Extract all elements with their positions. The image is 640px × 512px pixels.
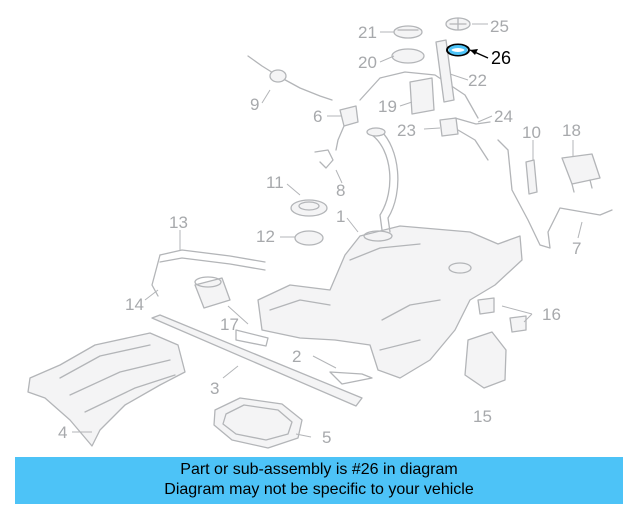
part-22 bbox=[435, 39, 455, 103]
info-banner: Part or sub-assembly is #26 in diagram D… bbox=[15, 457, 623, 504]
parts-diagram: 1 2 3 4 5 6 7 8 9 10 11 12 13 14 15 16 1… bbox=[27, 17, 613, 449]
callout-6: 6 bbox=[313, 107, 322, 126]
callout-14: 14 bbox=[125, 295, 144, 314]
part-20 bbox=[391, 48, 425, 64]
part-12 bbox=[294, 230, 324, 246]
part-25 bbox=[445, 17, 471, 31]
callout-11: 11 bbox=[266, 173, 284, 192]
part-24 bbox=[454, 117, 491, 125]
callout-2: 2 bbox=[292, 347, 301, 366]
callout-23: 23 bbox=[397, 121, 416, 140]
callout-13: 13 bbox=[169, 213, 188, 232]
part-15 bbox=[464, 331, 507, 389]
callout-18: 18 bbox=[562, 121, 581, 140]
part-heat-shield bbox=[27, 332, 186, 447]
callout-9: 9 bbox=[250, 95, 259, 114]
part-8 bbox=[314, 149, 334, 169]
callout-5: 5 bbox=[322, 428, 331, 447]
callout-24: 24 bbox=[494, 107, 513, 126]
part-6 bbox=[335, 105, 359, 151]
callout-12: 12 bbox=[256, 227, 275, 246]
part-line-10 bbox=[497, 139, 613, 249]
part-pump-19 bbox=[359, 71, 479, 119]
callout-19: 19 bbox=[378, 97, 397, 116]
part-strap bbox=[151, 314, 363, 407]
part-cover-plate bbox=[213, 397, 303, 449]
banner-line-2: Diagram may not be specific to your vehi… bbox=[164, 481, 474, 498]
callout-3: 3 bbox=[210, 379, 219, 398]
callout-10: 10 bbox=[522, 123, 541, 142]
callout-16: 16 bbox=[542, 305, 561, 324]
part-hose-9 bbox=[247, 55, 333, 101]
callout-25: 25 bbox=[490, 17, 509, 36]
part-18 bbox=[561, 153, 601, 193]
callout-8: 8 bbox=[336, 181, 345, 200]
banner-line-1: Part or sub-assembly is #26 in diagram bbox=[180, 461, 458, 478]
callout-15: 15 bbox=[473, 407, 492, 426]
part-filler-neck bbox=[366, 127, 399, 233]
callout-26: 26 bbox=[491, 48, 511, 68]
callout-1: 1 bbox=[336, 207, 345, 226]
part-canister-17 bbox=[194, 276, 231, 309]
callout-20: 20 bbox=[358, 53, 377, 72]
callout-7: 7 bbox=[572, 239, 581, 258]
callout-17: 17 bbox=[220, 315, 239, 334]
part-bracket-16 bbox=[477, 297, 527, 333]
callout-4: 4 bbox=[58, 423, 67, 442]
part-26-ring bbox=[446, 43, 470, 57]
part-21 bbox=[393, 25, 423, 39]
leader-lines bbox=[72, 23, 583, 438]
callout-22: 22 bbox=[468, 71, 487, 90]
part-2 bbox=[235, 329, 373, 385]
callout-21: 21 bbox=[358, 23, 377, 42]
part-hose-13 bbox=[151, 249, 266, 297]
part-fuel-tank bbox=[257, 225, 523, 379]
part-11 bbox=[290, 199, 328, 217]
part-23 bbox=[439, 117, 489, 161]
